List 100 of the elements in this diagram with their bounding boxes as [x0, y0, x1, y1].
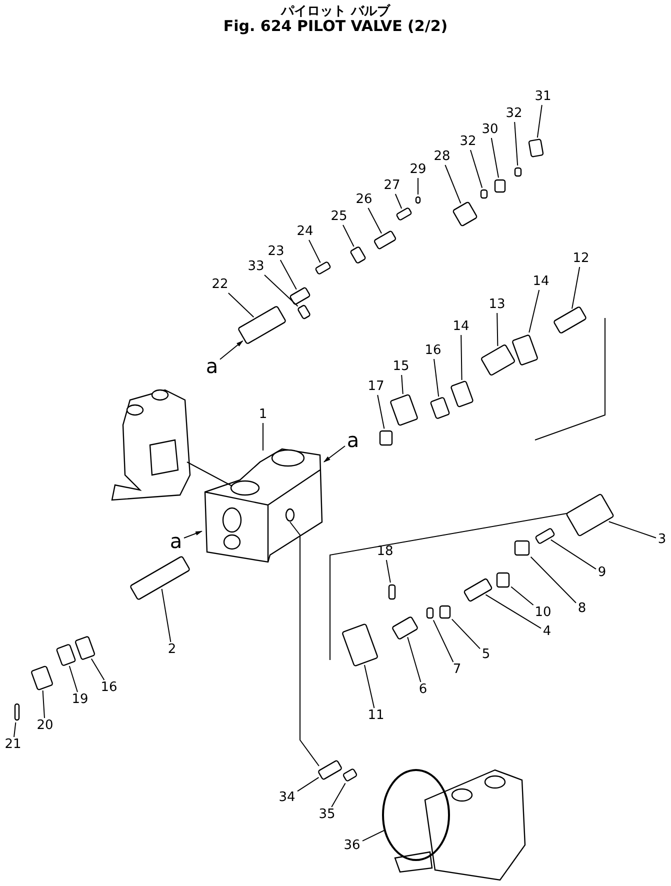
part-drawing [514, 540, 530, 556]
leader-line [407, 636, 422, 682]
leader-line [377, 394, 385, 430]
part-drawing [379, 430, 393, 446]
part-drawing [430, 396, 450, 420]
callout-number: 4 [542, 625, 552, 639]
japanese-title: パイロット バルブ [280, 2, 392, 20]
part-drawing [396, 206, 412, 222]
part-drawing [528, 138, 544, 158]
leader-line [510, 586, 534, 606]
part-drawing [14, 703, 20, 721]
callout-number: 1 [258, 408, 268, 422]
callout-number: 21 [4, 738, 22, 752]
part-drawing [56, 644, 76, 666]
callout-number: 35 [318, 808, 336, 822]
callout-number: 25 [330, 210, 348, 224]
leader-line [444, 164, 462, 204]
leader-line [68, 666, 78, 692]
callout-number: 10 [534, 606, 552, 620]
callout-number: 22 [212, 278, 228, 292]
leader-line [228, 292, 254, 318]
callout-number: 28 [434, 150, 450, 164]
callout-number: 14 [452, 320, 470, 334]
callout-number: 32 [460, 135, 476, 149]
leader-line [530, 556, 576, 604]
arrow [323, 446, 346, 462]
leader-line [14, 722, 16, 738]
callout-number: 18 [376, 545, 394, 559]
callout-number: 11 [368, 709, 384, 723]
callout-number: 2 [168, 643, 176, 657]
leader-line [264, 274, 298, 307]
view-label: a [170, 531, 182, 551]
leader-line [490, 138, 499, 178]
leader-line [280, 260, 297, 290]
callout-number: 17 [368, 380, 384, 394]
part-drawing [480, 189, 488, 199]
leader-line [364, 664, 375, 708]
leader-line [297, 776, 320, 792]
callout-number: 33 [248, 260, 264, 274]
leader-line [90, 658, 105, 680]
part-drawing [426, 607, 434, 619]
leader-line [401, 374, 404, 394]
callout-number: 34 [278, 791, 296, 805]
leader-line [608, 521, 656, 538]
centre-line [186, 462, 232, 486]
callout-number: 31 [534, 90, 552, 104]
leader-line [308, 240, 321, 264]
part-drawing [342, 768, 358, 782]
leader-line [470, 150, 483, 188]
callout-number: 30 [482, 123, 498, 137]
arrow [220, 340, 244, 360]
part-drawing [494, 179, 506, 193]
valve-body-drawing [204, 448, 323, 563]
leader-line [572, 266, 580, 310]
leader-line [161, 588, 172, 642]
callout-number: 36 [344, 839, 360, 853]
leader-line [451, 618, 480, 650]
leader-line [262, 422, 264, 451]
callout-number: 5 [482, 648, 490, 662]
leader-line [342, 224, 354, 247]
part-drawing [296, 304, 312, 320]
callout-number: 8 [578, 602, 586, 616]
callout-number: 29 [410, 163, 426, 177]
part-drawing [496, 572, 510, 588]
leader-line [394, 194, 402, 209]
leader-line [386, 560, 391, 584]
callout-number: 12 [572, 252, 590, 266]
leader-line [496, 312, 498, 346]
callout-number: 6 [418, 683, 428, 697]
leader-line [42, 690, 45, 718]
part-drawing [388, 584, 396, 600]
view-label: a [206, 356, 218, 376]
leader-line [434, 358, 440, 398]
leader-line [432, 620, 454, 662]
callout-number: 32 [506, 107, 522, 121]
callout-number: 19 [72, 693, 88, 707]
valve-housing-drawing [111, 389, 191, 501]
callout-number: 27 [384, 179, 400, 193]
leader-line [550, 539, 596, 570]
leader-line [460, 334, 462, 380]
view-label: a [346, 430, 360, 450]
callout-number: 20 [36, 719, 54, 733]
o-ring-drawing [382, 769, 450, 861]
leader-line [514, 122, 518, 166]
leader-line [368, 208, 382, 234]
part-drawing [514, 167, 522, 177]
part-drawing [314, 260, 332, 276]
callout-number: 13 [488, 298, 506, 312]
callout-number: 14 [532, 275, 550, 289]
callout-number: 7 [452, 663, 462, 677]
callout-number: 26 [356, 193, 372, 207]
figure-title: Fig. 624 PILOT VALVE (2/2) [222, 17, 449, 35]
leader-line [536, 104, 542, 138]
leader-line [362, 830, 385, 842]
callout-number: 16 [424, 344, 442, 358]
part-drawing [415, 196, 421, 204]
leader-line [331, 782, 346, 808]
callout-number: 23 [268, 245, 284, 259]
part-drawing [439, 605, 451, 619]
callout-number: 15 [392, 360, 410, 374]
